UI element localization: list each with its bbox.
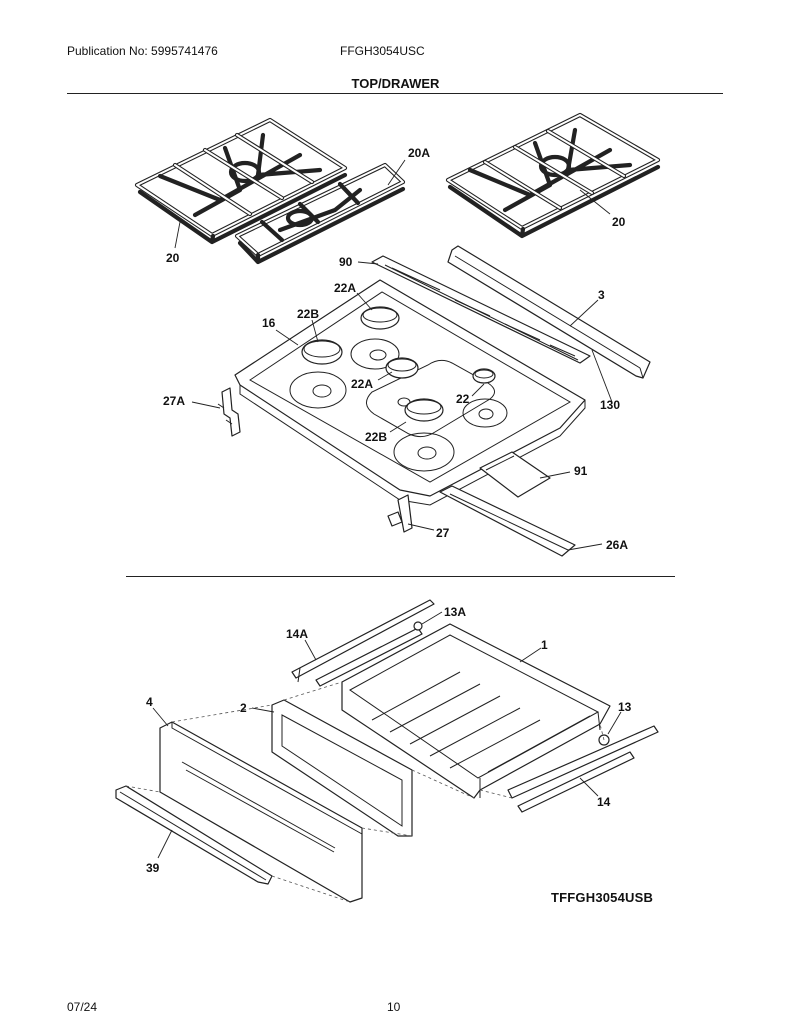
callout-130: 130 <box>600 398 620 412</box>
callout-39: 39 <box>146 861 160 875</box>
grate-center-drawing <box>234 162 406 265</box>
burner-caps-drawing <box>301 306 496 422</box>
callout-22a-mid: 22A <box>351 377 373 391</box>
callout-13: 13 <box>618 700 632 714</box>
model-number: FFGH3054USC <box>340 44 425 58</box>
assembly-lines <box>125 681 605 903</box>
hinge-27a-drawing <box>217 387 241 437</box>
callout-20-right: 20 <box>612 215 626 229</box>
callout-27: 27 <box>436 526 450 540</box>
grate-right-drawing <box>445 112 661 239</box>
footer-date: 07/24 <box>67 1000 98 1014</box>
callout-91: 91 <box>574 464 588 478</box>
callout-22: 22 <box>456 392 470 406</box>
bracket-27-drawing <box>387 494 413 533</box>
callout-1: 1 <box>541 638 548 652</box>
callout-22b-top: 22B <box>297 307 319 321</box>
callout-13a: 13A <box>444 605 466 619</box>
grate-left-drawing <box>134 117 348 245</box>
rail-14-drawing <box>413 621 659 813</box>
callout-14: 14 <box>597 795 611 809</box>
callout-26a: 26A <box>606 538 628 552</box>
callout-20-left: 20 <box>166 251 180 265</box>
leader-lines <box>152 159 622 859</box>
callout-4: 4 <box>146 695 153 709</box>
channel-26a-drawing <box>439 485 576 557</box>
callout-2: 2 <box>240 701 247 715</box>
callout-16: 16 <box>262 316 276 330</box>
callout-22b-bottom: 22B <box>365 430 387 444</box>
backguard-drawing <box>447 245 651 379</box>
page-number: 10 <box>387 1000 401 1014</box>
publication-number: Publication No: 5995741476 <box>67 44 218 58</box>
back-trim-drawing <box>371 255 591 364</box>
callout-27a: 27A <box>163 394 185 408</box>
rail-14a-drawing <box>291 599 435 687</box>
section-divider <box>126 576 675 577</box>
callout-14a: 14A <box>286 627 308 641</box>
shield-91-drawing <box>479 451 551 498</box>
drawer-body-drawing <box>341 623 611 799</box>
header-rule <box>67 93 723 94</box>
callout-90: 90 <box>339 255 353 269</box>
diagram-code: TFFGH3054USB <box>551 890 654 905</box>
section-title: TOP/DRAWER <box>351 76 440 91</box>
callout-22a-top: 22A <box>334 281 356 295</box>
callout-3: 3 <box>598 288 605 302</box>
callout-20a: 20A <box>408 146 430 160</box>
